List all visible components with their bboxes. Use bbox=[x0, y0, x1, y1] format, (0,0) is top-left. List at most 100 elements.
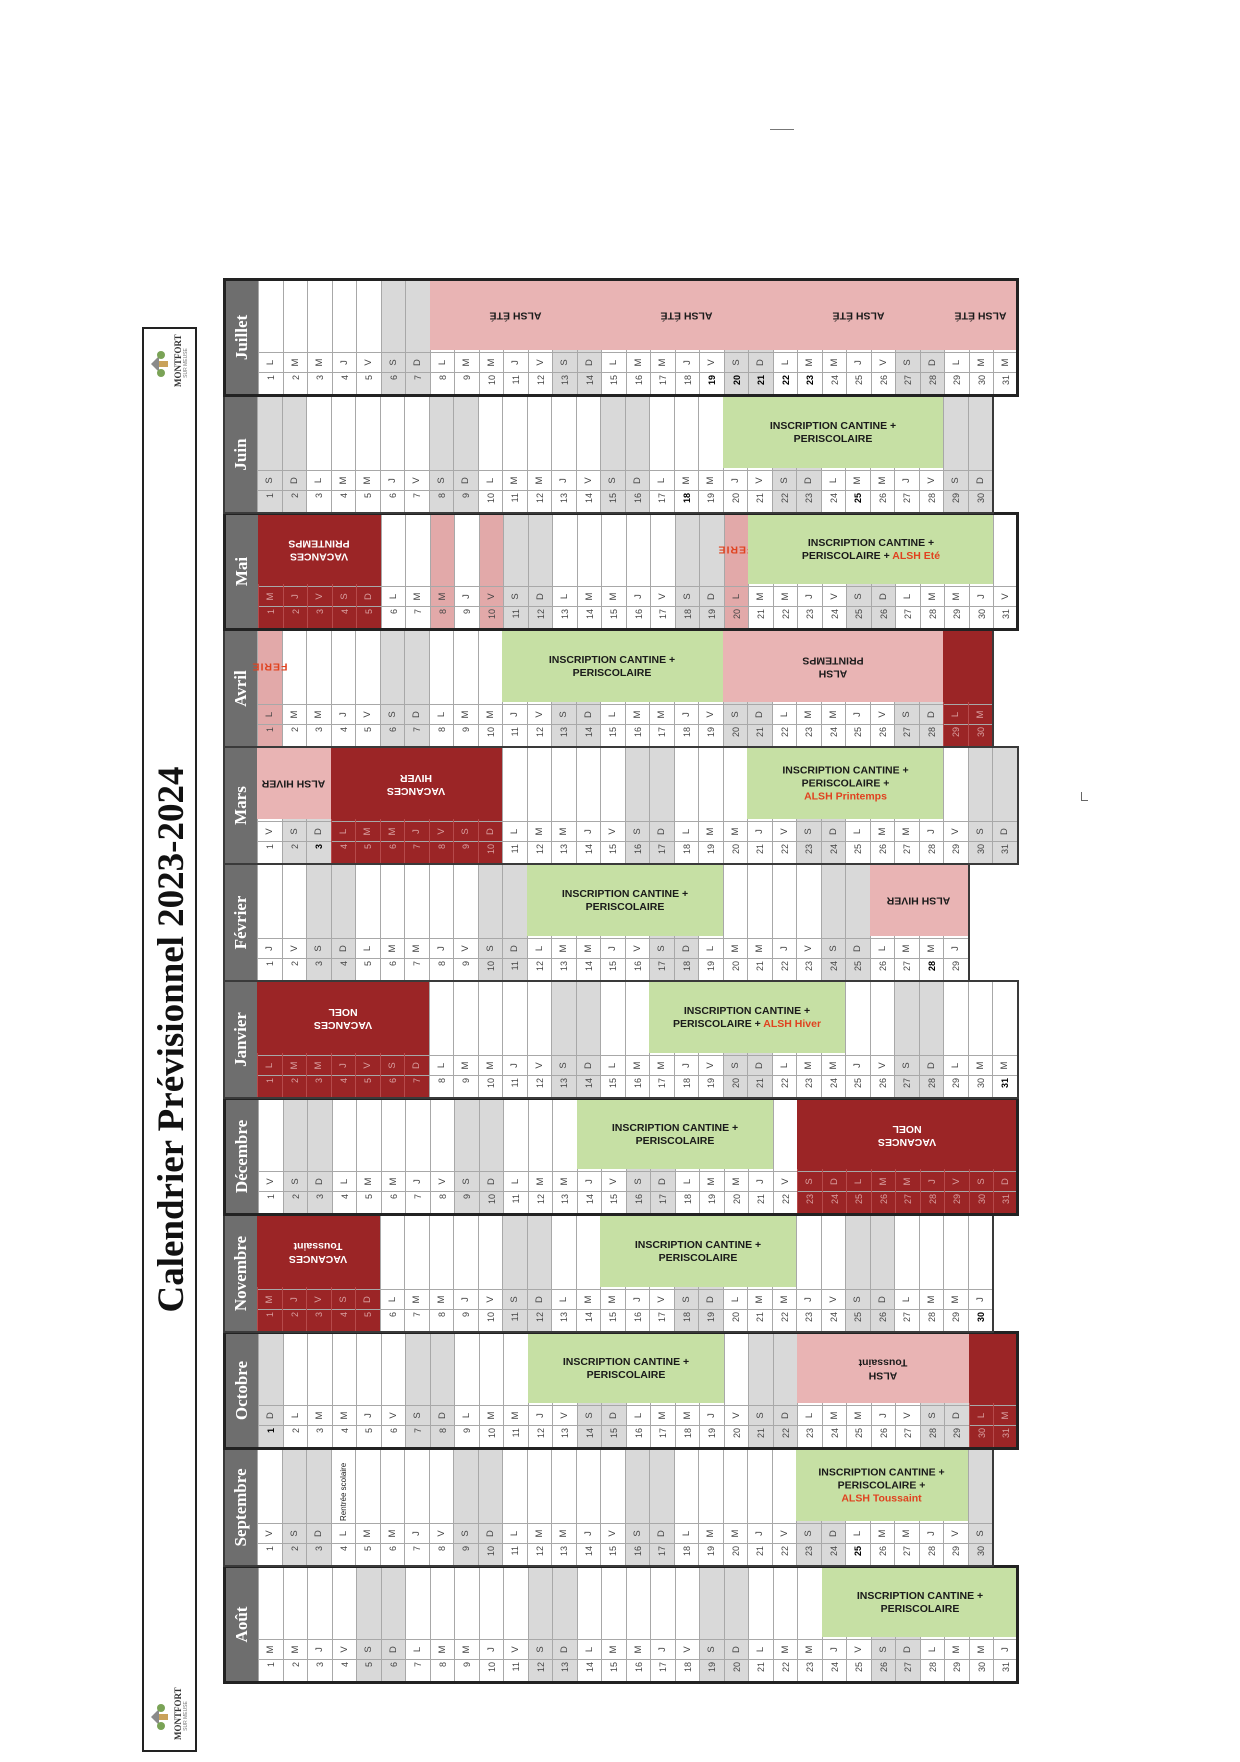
alsh-hiver-block: ALSH HIVER bbox=[257, 748, 331, 819]
day-letter: J bbox=[429, 938, 453, 958]
day-number: 15 bbox=[602, 1191, 626, 1213]
day-letter: S bbox=[331, 1289, 355, 1309]
day-letter: M bbox=[847, 1405, 871, 1425]
day-number: 11 bbox=[504, 1425, 528, 1447]
day-number: 7 bbox=[405, 724, 429, 746]
day-letter: S bbox=[429, 470, 453, 490]
day-letter: M bbox=[870, 821, 894, 841]
day-letter: D bbox=[870, 1289, 894, 1309]
day-letter: S bbox=[724, 352, 748, 372]
day-number: 21 bbox=[749, 372, 773, 394]
day-number: 15 bbox=[602, 372, 626, 394]
day-number: 30 bbox=[969, 1191, 993, 1213]
day-number: 24 bbox=[822, 372, 846, 394]
day-number: 18 bbox=[674, 1309, 698, 1331]
day-number: 12 bbox=[527, 958, 551, 980]
day-number: 25 bbox=[846, 724, 870, 746]
day-number: 20 bbox=[724, 606, 748, 628]
day-letter: D bbox=[699, 1289, 723, 1309]
day-number: 8 bbox=[429, 841, 453, 863]
day-letter: J bbox=[822, 1639, 846, 1659]
day-letter: M bbox=[895, 1523, 919, 1543]
day-number: 21 bbox=[748, 958, 772, 980]
day-letter: M bbox=[331, 470, 355, 490]
day-letter: D bbox=[576, 1055, 600, 1075]
day-letter: V bbox=[528, 352, 552, 372]
day-number: 9 bbox=[454, 1309, 478, 1331]
day-letter: D bbox=[797, 470, 821, 490]
day-letter: M bbox=[283, 1639, 307, 1659]
day-letter: J bbox=[282, 1289, 306, 1309]
day-letter: D bbox=[994, 1171, 1018, 1191]
day-number: 5 bbox=[356, 1309, 380, 1331]
day-number: 4 bbox=[331, 958, 355, 980]
day-number: 7 bbox=[406, 1425, 430, 1447]
day-letter: M bbox=[357, 1171, 381, 1191]
day-number: 28 bbox=[920, 606, 944, 628]
day-number: 3 bbox=[307, 1309, 331, 1331]
day-number: 23 bbox=[797, 1543, 821, 1565]
day-number: 15 bbox=[602, 606, 626, 628]
day-number: 29 bbox=[945, 1425, 969, 1447]
inscription-block-text: INSCRIPTION CANTINE +PERISCOLAIRE bbox=[634, 1238, 762, 1264]
tree-icon bbox=[151, 351, 168, 377]
day-number: 16 bbox=[625, 724, 649, 746]
day-number: 25 bbox=[846, 1309, 870, 1331]
day-letter: L bbox=[724, 586, 748, 606]
day-number: 31 bbox=[993, 1075, 1017, 1097]
day-letter: V bbox=[258, 821, 282, 841]
day-letter: J bbox=[675, 352, 699, 372]
inscription-block: INSCRIPTION CANTINE +PERISCOLAIRE bbox=[526, 865, 723, 936]
day-letter: L bbox=[331, 821, 355, 841]
day-letter: M bbox=[602, 1639, 626, 1659]
day-number: 28 bbox=[920, 372, 944, 394]
day-letter: V bbox=[601, 1523, 625, 1543]
day-number: 21 bbox=[748, 1309, 772, 1331]
day-number: 4 bbox=[331, 1075, 355, 1097]
day-number: 22 bbox=[773, 372, 797, 394]
day-number: 27 bbox=[896, 372, 920, 394]
day-number: 25 bbox=[847, 1659, 871, 1681]
day-number: 5 bbox=[357, 372, 381, 394]
day-number: 29 bbox=[944, 1309, 968, 1331]
day-number: 19 bbox=[699, 841, 723, 863]
day-number: 24 bbox=[821, 841, 845, 863]
day-letter: S bbox=[626, 1171, 650, 1191]
day-number: 21 bbox=[748, 1075, 772, 1097]
day-letter: M bbox=[429, 1289, 453, 1309]
day-number: 16 bbox=[625, 1543, 649, 1565]
month-header: Novembre bbox=[225, 1216, 257, 1331]
day-number: 8 bbox=[430, 372, 454, 394]
day-number: 2 bbox=[282, 841, 306, 863]
day-letter: M bbox=[896, 1171, 920, 1191]
day-letter: V bbox=[797, 938, 821, 958]
